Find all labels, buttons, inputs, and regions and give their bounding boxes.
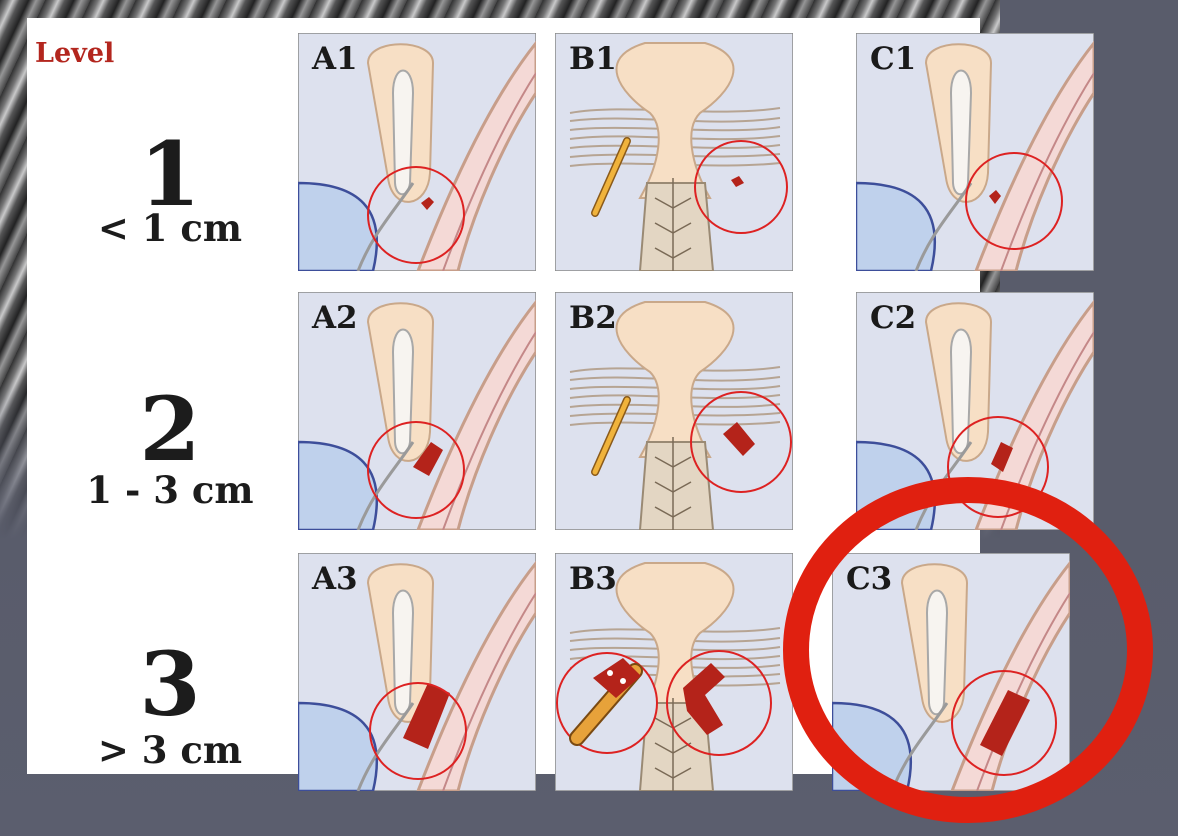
highlight-circle bbox=[778, 470, 1158, 830]
level-1-size: < 1 cm bbox=[45, 206, 295, 250]
level-3-size: > 3 cm bbox=[45, 728, 295, 772]
level-2-size: 1 - 3 cm bbox=[45, 468, 295, 512]
panel-a1: A1 bbox=[298, 33, 536, 271]
level-header: Level bbox=[35, 38, 114, 69]
level-3-number: 3 bbox=[45, 640, 295, 728]
panel-c1-label: C1 bbox=[870, 41, 916, 77]
panel-a3-label: A3 bbox=[312, 561, 358, 597]
level-1-number: 1 bbox=[45, 130, 295, 218]
level-2-number: 2 bbox=[45, 385, 295, 473]
panel-a2-label: A2 bbox=[312, 300, 358, 336]
panel-b1: B1 bbox=[555, 33, 793, 271]
panel-b1-label: B1 bbox=[569, 41, 617, 77]
panel-b3: B3 bbox=[555, 553, 793, 791]
panel-b3-label: B3 bbox=[569, 561, 617, 597]
panel-a3: A3 bbox=[298, 553, 536, 791]
panel-c1: C1 bbox=[856, 33, 1094, 271]
panel-a1-label: A1 bbox=[312, 41, 358, 77]
panel-b2: B2 bbox=[555, 292, 793, 530]
panel-b2-label: B2 bbox=[569, 300, 617, 336]
panel-c2-label: C2 bbox=[870, 300, 916, 336]
panel-a2: A2 bbox=[298, 292, 536, 530]
